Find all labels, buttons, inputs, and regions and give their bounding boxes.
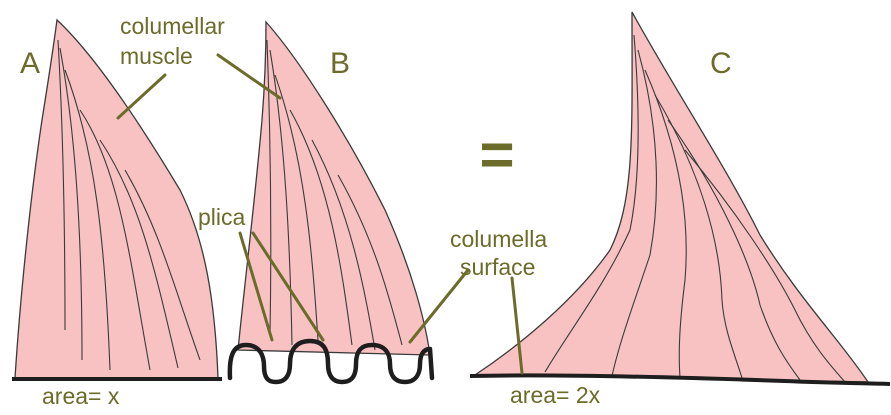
area-c-label: area= 2x	[510, 382, 601, 408]
muscle-c-body	[475, 12, 868, 382]
equals-sign: =	[479, 121, 514, 188]
area-a-label: area= x	[42, 383, 120, 409]
panel-a-muscle	[15, 20, 218, 378]
columella-surface-label-line2: surface	[460, 254, 535, 280]
plica-label: plica	[198, 204, 246, 230]
columella-surface-label-line1: columella	[450, 226, 547, 252]
panel-letter-b: B	[330, 47, 350, 80]
columellar-muscle-label-line1: columellar	[120, 13, 225, 39]
panel-letter-c: C	[710, 47, 732, 80]
panel-c-muscle	[475, 12, 868, 382]
panel-letter-a: A	[20, 47, 40, 80]
columellar-muscle-label-line2: muscle	[120, 43, 193, 69]
leader-columellar-muscle-a	[118, 75, 165, 118]
